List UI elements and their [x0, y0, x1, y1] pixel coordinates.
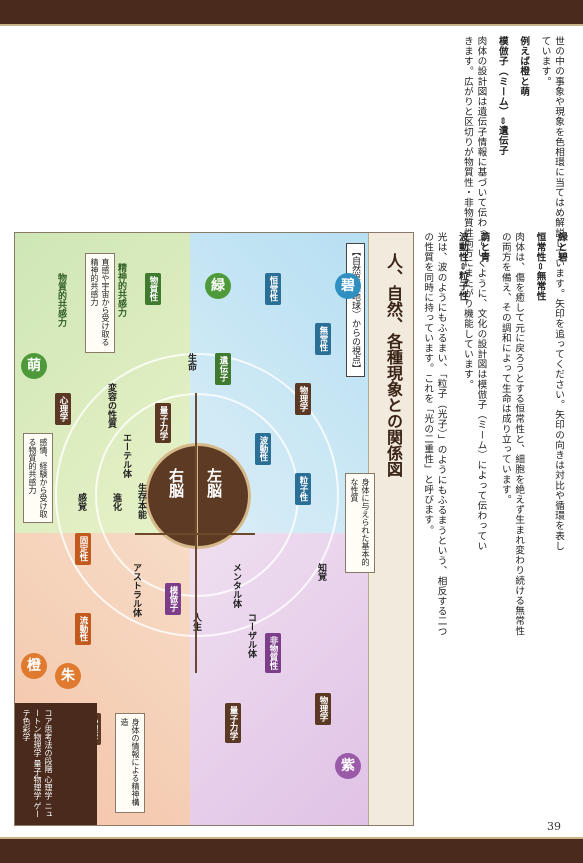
mental-label: メンタル体 [231, 563, 241, 608]
paragraph-2: 肉体は、傷を癒して元に戻ろうとする恒常性と、細胞を絶えず生まれ変わり続ける無常性… [499, 232, 525, 636]
seimei-label: 生命 [186, 353, 196, 371]
bottom-border [0, 839, 583, 863]
material-empathy-box: 感情、経験から受け取る物質的共感力 [23, 433, 53, 523]
kankaku-label: 感覚 [76, 493, 86, 511]
causal-label: コーザル体 [246, 613, 256, 658]
section-subheading-2: 恒常性⇔無常性 [534, 232, 546, 302]
chikaku-label: 知覚 [316, 563, 326, 581]
paragraph-3: 光は、波のようにもふるまい、「粒子（光子）」のようにもふるまうという、相反する二… [422, 232, 447, 637]
seishin-kyokan-label: 精神的共感力 [116, 263, 126, 317]
intro-paragraph: 世の中の事象や現象を色相環に当てはめ解説しています。矢印を追ってください。矢印の… [539, 36, 564, 552]
section-subheading: 模倣子（ミーム）⇔遺伝子 [496, 36, 508, 156]
legend-panel: コア思考法の段階 心理学 ニュートン物理学 量子物理学 ゲーテ色彩学 [15, 703, 97, 825]
vertical-axis [195, 393, 197, 673]
left-brain-label: 左脳 [205, 468, 223, 498]
shu-circle: 朱 [55, 663, 81, 689]
section-heading-2: 緑と碧 [556, 232, 567, 263]
brain-divider [196, 446, 198, 546]
mujou-tag: 無常性 [315, 323, 331, 355]
right-brain-label: 右脳 [167, 468, 185, 498]
diagram-subtitle: 【自然界（地球）からの視点】 [346, 243, 365, 377]
brain-circle: 右脳 左脳 [145, 443, 251, 549]
hadou-tag: 波動性 [255, 433, 271, 465]
moe-circle: 萌 [21, 353, 47, 379]
shinrigaku-left-tag: 心理学 [55, 393, 71, 425]
paragraph: 肉体の設計図は遺伝子情報に基づいて伝わっていくように、文化の設計図は模倣子（ミー… [461, 36, 487, 552]
bottom-rule [0, 837, 583, 839]
henyo-label: 変容の性質 [106, 383, 116, 428]
midori-circle: 緑 [205, 273, 231, 299]
ryoushi-top-tag: 量子力学 [155, 403, 171, 443]
idenshi-tag: 遺伝子 [215, 353, 231, 385]
busshitsu-tag: 物質性 [145, 273, 161, 305]
murasaki-circle: 紫 [335, 753, 361, 779]
ether-label: エーテル体 [121, 433, 131, 478]
shinka-label: 進化 [111, 493, 121, 511]
outer-ring [55, 353, 339, 637]
daidai-circle: 橙 [21, 653, 47, 679]
kotei-tag: 固定性 [75, 533, 91, 565]
section-subheading-3: 波動性⇔粒子性 [456, 232, 468, 302]
diagram-title-bar: 人、自然、各種現象との関係図 [368, 233, 413, 825]
koujou-tag: 恒常性 [265, 273, 281, 305]
diagram-title: 人、自然、各種現象との関係図 [384, 253, 403, 477]
ryudou-tag: 流動性 [75, 613, 91, 645]
mosha-tag: 模倣子 [165, 583, 181, 615]
page-number: 39 [547, 820, 561, 833]
seibutsu-label: 生存本能 [136, 483, 146, 519]
mental-structure-box: 身体の情報による精神構造 [115, 713, 145, 813]
hibusshitsu-tag: 非物質性 [265, 633, 281, 673]
ryushi-tag: 粒子性 [295, 473, 311, 505]
body-text-middle: 緑と碧 恒常性⇔無常性 肉体は、傷を癒して元に戻ろうとする恒常性と、細胞を絶えず… [420, 232, 568, 642]
butsurigaku-right-tag: 物理学 [295, 383, 311, 415]
relationship-diagram: 右脳 左脳 人、自然、各種現象との関係図 【自然界（地球）からの視点】 萌 碧 … [14, 232, 414, 826]
top-rule [0, 24, 583, 26]
legend-text: コア思考法の段階 心理学 ニュートン物理学 量子物理学 ゲーテ色彩学 [22, 709, 53, 819]
top-border [0, 0, 583, 24]
ao-circle: 碧 [335, 273, 361, 299]
body-text: 世の中の事象や現象を色相環に当てはめ解説しています。矢印を追ってください。矢印の… [453, 36, 565, 556]
section-heading-3: 萌と青 [478, 232, 490, 263]
spiritual-empathy-box: 直感や宇宙から受け取る精神的共感力 [85, 253, 115, 353]
astral-label: アストラル体 [131, 563, 141, 617]
butsurigaku-bottom-tag: 物理学 [315, 693, 331, 725]
busshitsu-kyokan-label: 物質的共感力 [56, 273, 66, 327]
ryoushi-bottom-tag: 量子力学 [225, 703, 241, 743]
section-heading: 例えば橙と萌 [518, 36, 530, 97]
body-nature-box: 身体に与えられた基本的な性質 [345, 473, 375, 573]
